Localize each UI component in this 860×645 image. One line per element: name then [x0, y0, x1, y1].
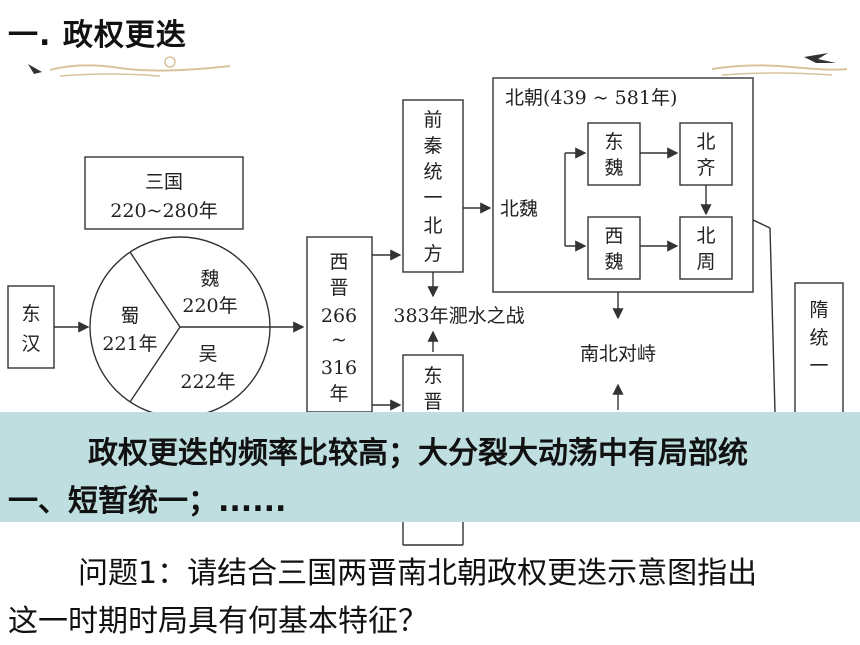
qianqin-char: 秦: [423, 135, 442, 157]
wu-year: 222年: [180, 371, 235, 393]
shu-name: 蜀: [120, 305, 139, 327]
sui-char: 统: [809, 327, 828, 349]
shu-year: 221年: [102, 333, 157, 355]
xiwei-box: [587, 216, 641, 280]
beichao-title: 北朝(439 ~ 581年): [505, 87, 677, 109]
three-kingdoms-title: 三国: [145, 171, 183, 193]
beiqi-char: 齐: [696, 157, 715, 179]
question-line-1: 问题1：请结合三国两晋南北朝政权更迭示意图指出: [78, 556, 758, 591]
cloud-decoration-left: [28, 56, 231, 77]
qianqin-char: 前: [423, 109, 442, 131]
question-line-2: 这一时期时局具有何基本特征？: [8, 604, 428, 639]
xiwei-char: 西: [604, 225, 623, 247]
bird-icon: [28, 64, 42, 74]
sui-char: 隋: [809, 299, 828, 321]
donghan-char: 汉: [21, 333, 40, 355]
qianqin-char: 一: [423, 187, 442, 209]
qianqin-char: 北: [423, 215, 442, 237]
donghan-box: [7, 285, 55, 369]
three-kingdoms-years: 220~280年: [110, 200, 217, 222]
dongjin-char: 晋: [423, 391, 442, 413]
xijin-char: 西: [329, 251, 348, 273]
xijin-char: ~: [331, 329, 347, 351]
beizhou-char: 北: [696, 225, 715, 247]
wei-name: 魏: [200, 268, 219, 290]
beiqi-char: 北: [696, 131, 715, 153]
xijin-char: 316: [321, 357, 357, 379]
qianqin-char: 统: [423, 161, 442, 183]
dongwei-char: 魏: [604, 157, 623, 179]
dongwei-box: [587, 122, 641, 186]
dongjin-char: 东: [423, 365, 442, 387]
qianqin-char: 方: [423, 243, 442, 265]
wu-name: 吴: [198, 343, 217, 365]
beichao-box: [492, 77, 754, 293]
three-kingdoms-box: [84, 156, 244, 230]
xijin-char: 晋: [329, 277, 348, 299]
dongwei-char: 东: [604, 131, 623, 153]
wei-year: 220年: [182, 295, 237, 317]
summary-line-1: 政权更迭的频率比较高；大分裂大动荡中有局部统: [88, 436, 748, 471]
beizhou-char: 周: [696, 251, 715, 273]
summary-banner: 政权更迭的频率比较高；大分裂大动荡中有局部统 一、短暂统一；......: [0, 412, 860, 522]
xijin-char: 266: [321, 305, 357, 327]
page-title: 一. 政权更迭: [8, 18, 187, 53]
cloud-decoration-right: [712, 53, 848, 76]
nanbei-label: 南北对峙: [580, 343, 656, 365]
beizhou-box: [679, 216, 733, 280]
battle-label: 383年淝水之战: [393, 305, 524, 327]
xiwei-char: 魏: [604, 251, 623, 273]
bird-icon: [804, 53, 836, 63]
summary-line-2: 一、短暂统一；......: [8, 484, 287, 519]
sui-char: 一: [809, 355, 828, 377]
donghan-char: 东: [21, 303, 40, 325]
xijin-char: 年: [329, 383, 348, 405]
beiwei-label: 北魏: [500, 198, 538, 220]
